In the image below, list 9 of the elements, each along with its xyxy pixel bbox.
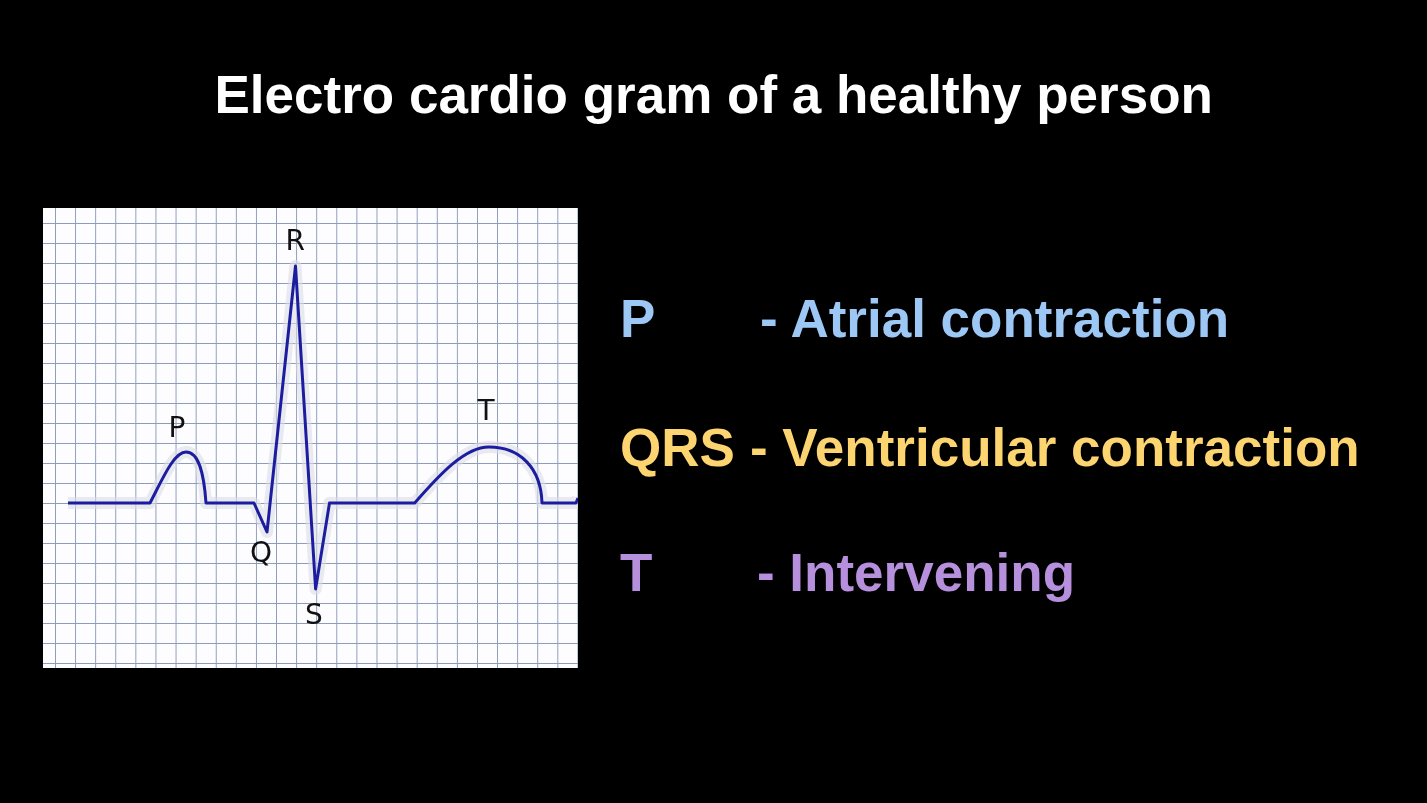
wave-description: - Atrial contraction bbox=[760, 292, 1230, 345]
wave-description: - Ventricular contraction bbox=[750, 421, 1360, 474]
wave-label: Q bbox=[250, 539, 273, 567]
wave-label: P bbox=[168, 414, 186, 442]
wave-letter: P bbox=[620, 292, 656, 345]
wave-letter: T bbox=[620, 546, 653, 599]
wave-label: R bbox=[285, 227, 305, 255]
wave-label: S bbox=[305, 601, 323, 629]
wave-label: T bbox=[477, 397, 495, 425]
